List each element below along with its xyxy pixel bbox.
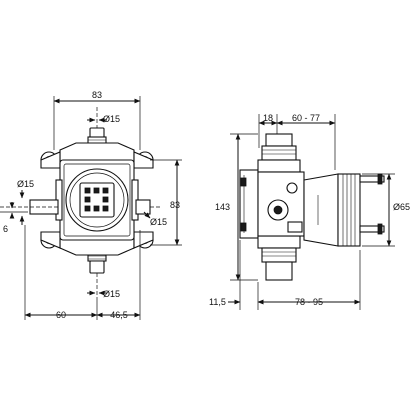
side-housing [239,133,385,281]
front-housing [40,142,154,256]
dim-side-bottom: 11,5 78 - 95 [209,240,361,310]
dim-side-diameter-label: Ø65 [393,202,410,212]
dim-height-right-label: 83 [170,200,180,210]
dim-side-top-right-label: 60 - 77 [292,113,320,123]
outlet-top: Ø15 [87,107,120,146]
dim-offset-left-label: 6 [3,224,8,234]
dim-inlet-right-label: Ø15 [150,217,167,227]
dim-outlet-bottom-label: Ø15 [103,289,120,299]
dim-side-top: 18 60 - 77 [258,113,336,170]
dim-side-diameter: Ø65 [362,173,410,247]
dim-outlet-top-label: Ø15 [103,114,120,124]
dim-side-bottom-left-label: 11,5 [209,297,226,307]
side-view: 18 60 - 77 143 [209,113,410,310]
dim-width-top-label: 83 [92,90,102,100]
dim-bottom-right-label: 46,5 [110,310,128,320]
dim-bottom-left-label: 60 [56,310,66,320]
dim-inlet-left-label: Ø15 [17,179,34,189]
dim-side-bottom-right-label: 78 - 95 [295,297,323,307]
dim-height-right: 83 [150,159,182,246]
dim-side-height: 143 [215,133,258,281]
outlet-bottom: Ø15 [87,252,120,300]
front-view: 83 Ø15 Ø15 [0,90,182,320]
dim-side-top-left-label: 18 [263,113,273,123]
dim-side-height-label: 143 [215,202,230,212]
inlet-left: Ø15 6 [0,179,60,234]
dim-bottom: 60 46,5 [24,225,141,320]
dim-width-top: 83 [53,90,141,104]
inlet-right: Ø15 [135,199,167,227]
